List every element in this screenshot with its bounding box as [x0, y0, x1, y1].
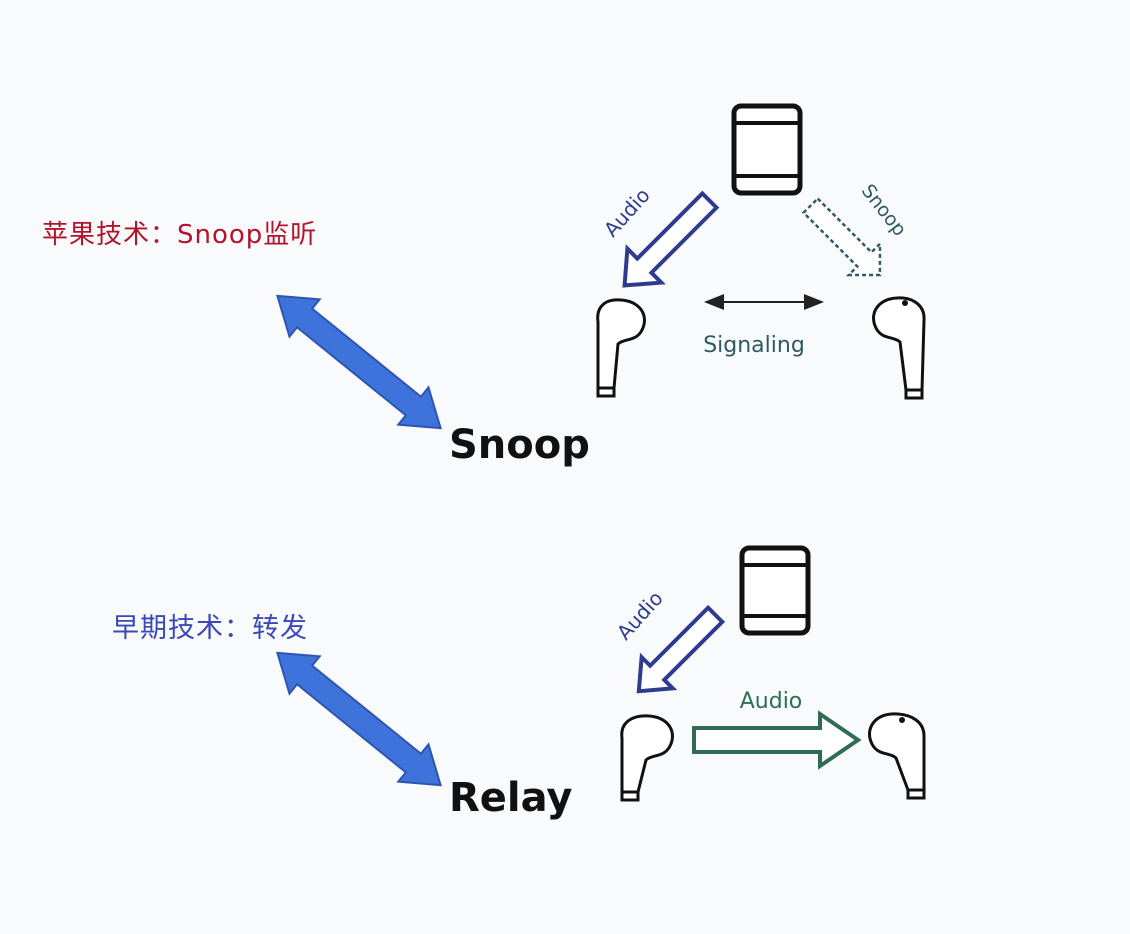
relay-audio-arrow-icon — [636, 604, 726, 694]
snoop-caption: 苹果技术：Snoop监听 — [42, 220, 318, 250]
relay-phone-icon — [739, 545, 811, 636]
relay-double-arrow-icon — [276, 651, 442, 787]
relay-caption: 早期技术：转发 — [112, 613, 308, 644]
snoop-audio-arrow-icon — [622, 190, 720, 288]
signaling-label: Signaling — [703, 333, 805, 358]
relay-left-earbud-icon — [620, 714, 674, 802]
relay-title: Relay — [449, 775, 573, 821]
snoop-snoop-label: Snoop — [857, 180, 911, 240]
relay-forward-arrow-icon — [692, 710, 862, 770]
relay-audio-source-label: Audio — [612, 586, 668, 644]
snoop-left-earbud-icon — [596, 298, 646, 398]
snoop-title: Snoop — [449, 422, 590, 468]
snoop-audio-label: Audio — [599, 183, 655, 241]
snoop-dashed-arrow-icon — [801, 196, 882, 277]
relay-audio-forward-label: Audio — [740, 689, 803, 714]
snoop-phone-icon — [731, 103, 803, 196]
relay-right-earbud-icon — [868, 712, 926, 800]
snoop-right-earbud-icon — [872, 296, 926, 400]
snoop-double-arrow-icon — [276, 294, 442, 430]
